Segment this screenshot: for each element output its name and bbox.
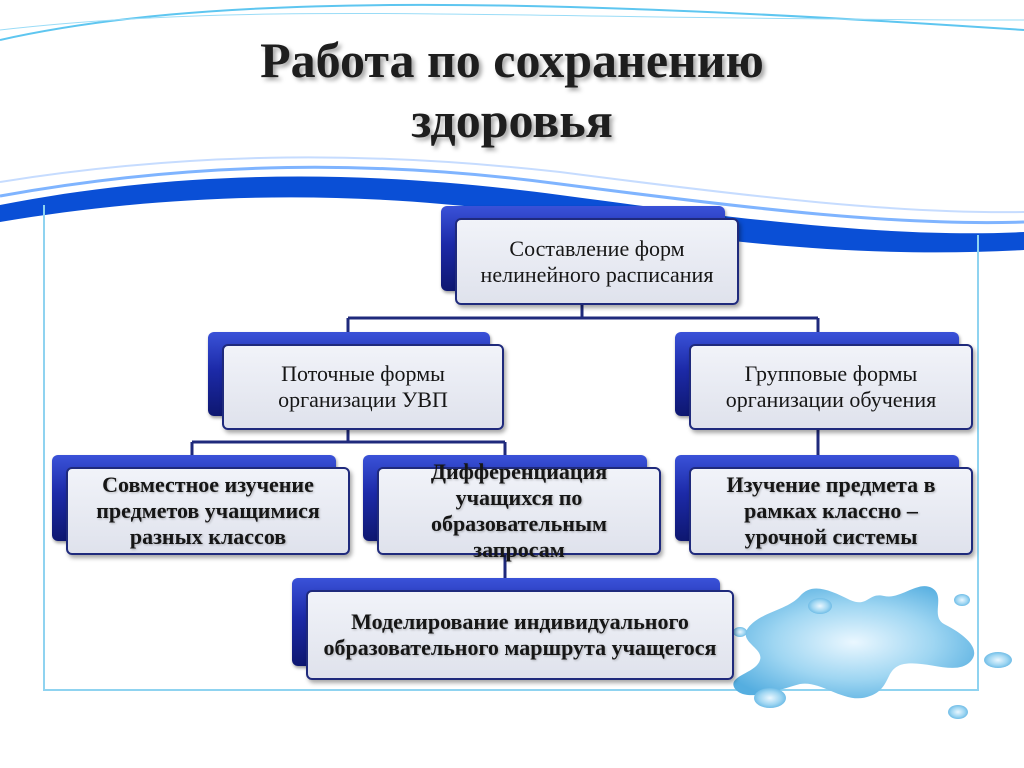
node-joint-front: Совместное изучение предметов учащимися … bbox=[66, 467, 350, 555]
node-root-label: Составление форм нелинейного расписания bbox=[480, 235, 714, 287]
node-route-label: Моделирование индивидуального образовате… bbox=[323, 609, 717, 660]
node-route: Моделирование индивидуального образовате… bbox=[292, 578, 734, 680]
page-title: Работа по сохранению здоровья bbox=[0, 30, 1024, 150]
node-classroom: Изучение предмета в рамках классно – уро… bbox=[675, 455, 973, 555]
title-line-1: Работа по сохранению bbox=[260, 32, 764, 88]
node-diff-label: Дифференциация учащихся по образовательн… bbox=[430, 459, 608, 562]
water-splash bbox=[733, 586, 1012, 719]
node-group: Групповые формы организации обучения bbox=[675, 332, 973, 430]
node-flow-label: Поточные формы организации УВП bbox=[278, 361, 448, 412]
node-root: Составление форм нелинейного расписания bbox=[441, 206, 739, 305]
node-diff-front: Дифференциация учащихся по образовательн… bbox=[377, 459, 661, 562]
blue-wave bbox=[0, 176, 1024, 253]
node-joint-label: Совместное изучение предметов учащимися … bbox=[96, 472, 320, 549]
node-classroom-front: Изучение предмета в рамках классно – уро… bbox=[689, 467, 973, 555]
title-line-2: здоровья bbox=[411, 92, 613, 148]
node-root-front: Составление форм нелинейного расписания bbox=[455, 218, 739, 305]
node-flow-front: Поточные формы организации УВП bbox=[222, 344, 504, 430]
node-group-front: Групповые формы организации обучения bbox=[689, 344, 973, 430]
node-route-front: Моделирование индивидуального образовате… bbox=[306, 590, 734, 680]
node-group-label: Групповые формы организации обучения bbox=[725, 361, 937, 412]
node-flow: Поточные формы организации УВП bbox=[208, 332, 504, 430]
node-classroom-label: Изучение предмета в рамках классно – уро… bbox=[726, 472, 936, 549]
node-diff: Дифференциация учащихся по образовательн… bbox=[363, 455, 661, 562]
node-joint: Совместное изучение предметов учащимися … bbox=[52, 455, 350, 555]
